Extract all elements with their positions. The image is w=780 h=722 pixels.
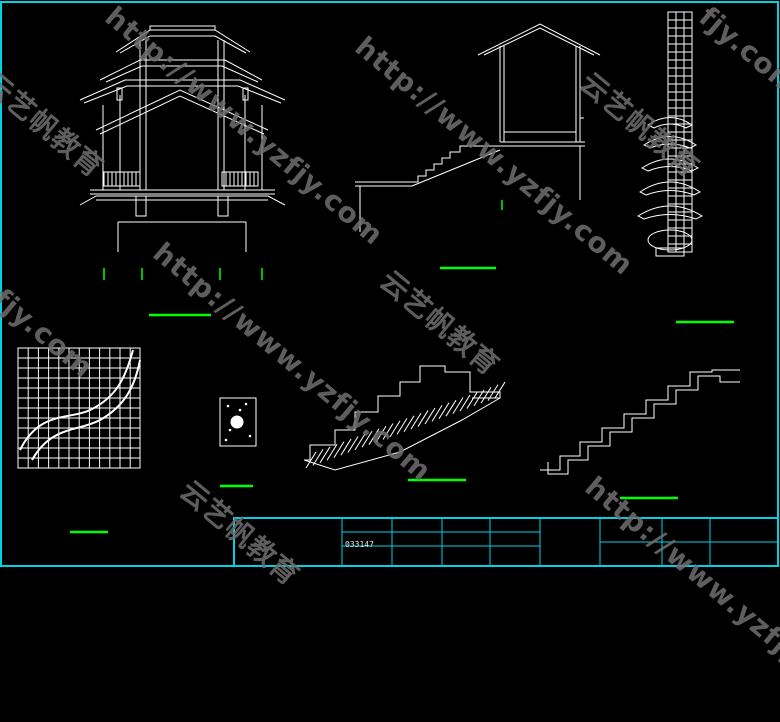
stair-hatch-line — [368, 428, 380, 445]
stair-hatch-line — [466, 392, 478, 409]
stair-hatch-line — [445, 399, 457, 417]
stair-hatch-line — [424, 407, 436, 425]
stair-hatch-line — [340, 438, 352, 456]
stair-dimension — [440, 200, 503, 270]
stair-hatch-line — [305, 451, 317, 469]
sheet-number: 033147 — [345, 540, 374, 549]
cad-drawing-sheet — [0, 1, 779, 567]
stair-hatch-line — [354, 433, 366, 451]
stair-hatch-line — [438, 402, 450, 420]
stair-hatch-line — [375, 425, 387, 443]
stair-hatch-line — [494, 381, 506, 399]
curved-path-grid — [17, 347, 141, 469]
stair-hatch-line — [480, 386, 492, 404]
stair-hatch-line — [417, 410, 429, 427]
stair-hatch-line — [459, 394, 471, 412]
stair-hatch-line — [431, 405, 443, 422]
hatched-stair-section — [303, 365, 506, 471]
stone-lantern-detail — [219, 397, 257, 447]
stair-hatch-line — [396, 418, 408, 435]
stair-hatch-line — [326, 443, 338, 461]
stair-hatch-line — [312, 449, 324, 466]
pavilion-with-stair — [355, 23, 601, 232]
stair-hatch-line — [487, 384, 499, 401]
stair-hatch-line — [382, 423, 394, 440]
stair-hatch-line — [403, 415, 415, 433]
stair-hatch-line — [389, 420, 401, 438]
stair-hatch-line — [410, 412, 422, 430]
stair-hatch-line — [361, 431, 373, 448]
stair-hatch-line — [319, 446, 331, 464]
stair-profile — [540, 369, 740, 475]
stair-hatch-line — [473, 389, 485, 407]
stair-hatch-line — [452, 397, 464, 414]
title-block — [233, 517, 779, 567]
stair-hatch-line — [347, 436, 359, 453]
stair-hatch-line — [333, 441, 345, 458]
pagoda-tower — [636, 11, 704, 257]
pavilion-section — [79, 25, 286, 252]
pavilion-dimension-ticks — [103, 268, 263, 317]
